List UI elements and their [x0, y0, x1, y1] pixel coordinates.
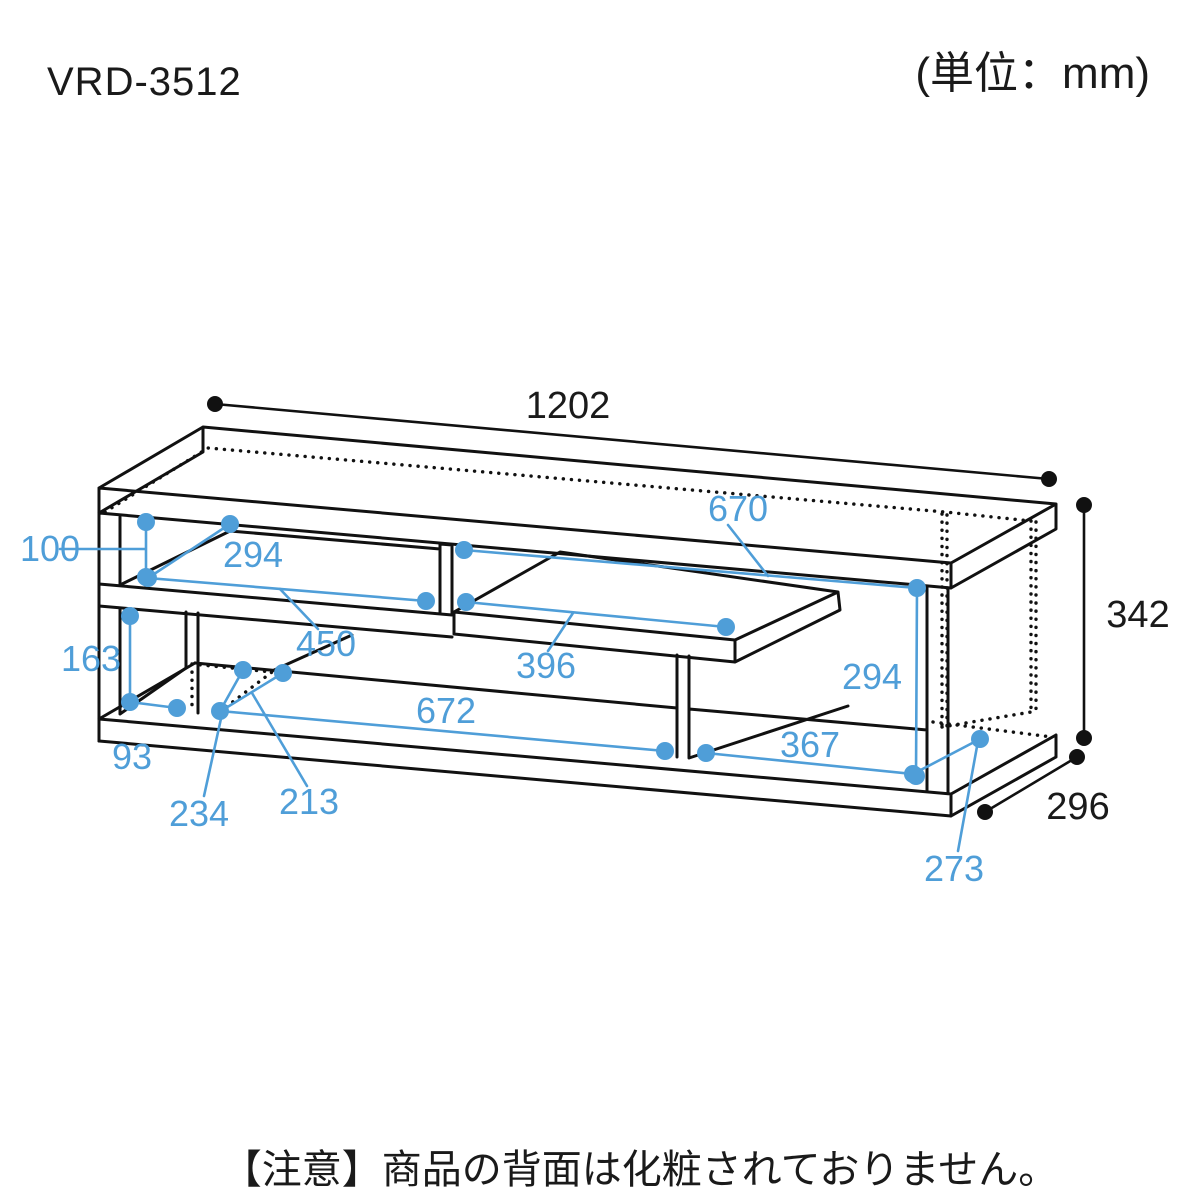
- dim-lower-opening-height: 163: [61, 638, 121, 679]
- dim-upper-opening-height: 100: [20, 528, 80, 569]
- dim-left-gap-width: 93: [112, 736, 152, 777]
- caution-note: 【注意】商品の背面は化粧されておりません。: [222, 1148, 1058, 1192]
- back-panel-hidden-lines: [103, 446, 1054, 739]
- model-number-label: VRD-3512: [47, 60, 242, 104]
- dim-lower-opening-width: 672: [416, 690, 476, 731]
- lower-compartment: [118, 584, 950, 795]
- bottom-panel: [97, 661, 1058, 818]
- dim-overall-width: 1202: [526, 385, 611, 427]
- unit-label: (単位：mm): [915, 49, 1150, 98]
- top-panel: [97, 425, 1058, 743]
- leader-lines: [202, 523, 980, 853]
- dim-upper-right-width: 670: [708, 488, 768, 529]
- dim-shelf-front-length: 396: [516, 645, 576, 686]
- inner-dimensions: 100 294 450 670 396 294 163 672 93 234 2…: [20, 488, 989, 889]
- dim-right-opening-height: 294: [842, 656, 902, 697]
- dim-right-rear-depth: 273: [924, 848, 984, 889]
- middle-shelf: [452, 550, 842, 664]
- cabinet-outline: [97, 425, 1058, 818]
- dim-overall-depth: 296: [1046, 786, 1109, 828]
- dim-divider-diagonal: 213: [279, 781, 339, 822]
- dim-divider-depth: 234: [169, 793, 229, 834]
- outer-dimensions: 1202 342 296: [207, 385, 1170, 828]
- dim-left-shelf-length: 450: [296, 623, 356, 664]
- upper-compartment: [97, 515, 454, 639]
- dim-overall-height: 342: [1106, 594, 1169, 636]
- dim-upper-left-width: 294: [223, 534, 283, 575]
- dim-lower-right-width: 367: [780, 724, 840, 765]
